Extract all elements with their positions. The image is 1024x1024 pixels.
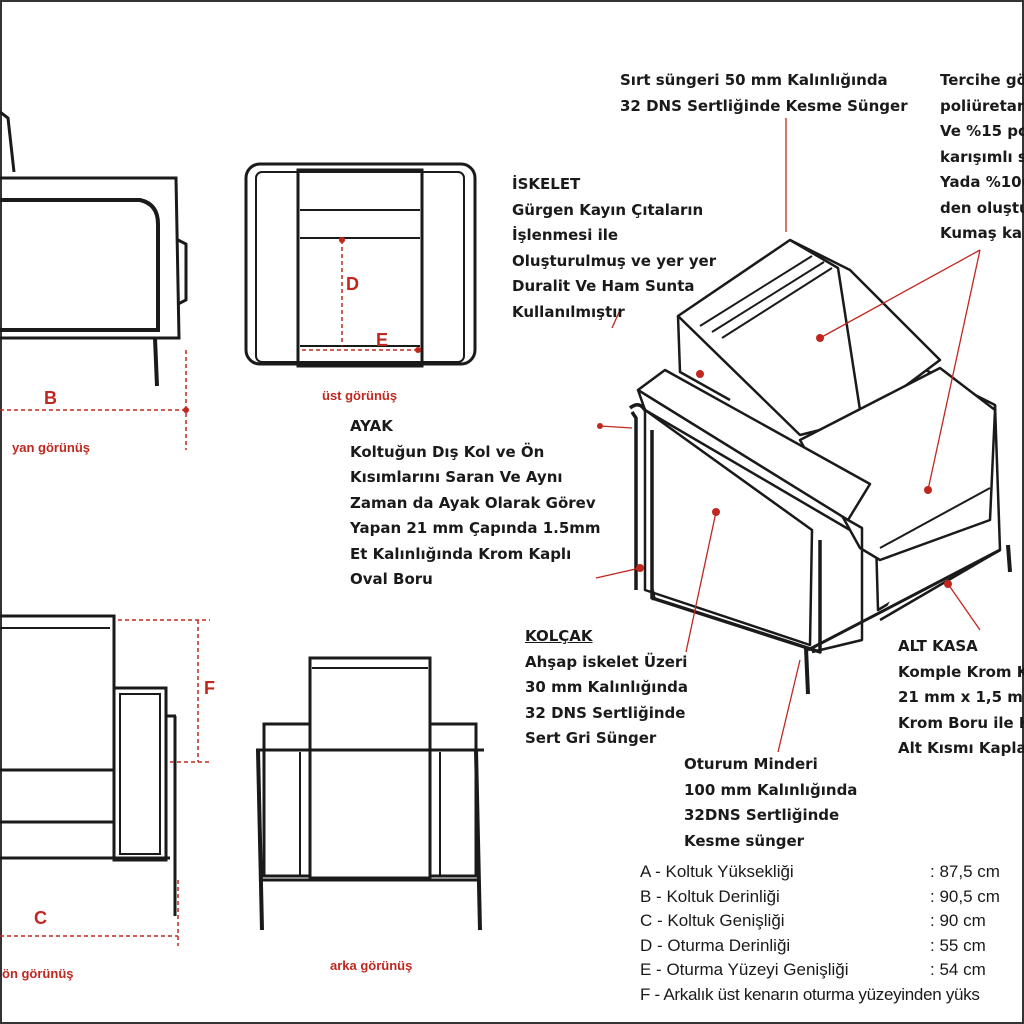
note-oturum: Oturum Minderi 100 mm Kalınlığında 32DNS… [684, 755, 858, 850]
legend-label: F - Arkalık üst kenarın oturma yüzeyinde… [640, 984, 980, 1004]
top-view-dims [302, 240, 420, 351]
legend-row: B - Koltuk Derinliği : 90,5 cm [640, 887, 1024, 912]
legend-label: E - Oturma Yüzeyi Genişliği [640, 960, 849, 979]
legend-label: B - Koltuk Derinliği [640, 886, 780, 906]
back-view-drawing [256, 656, 484, 931]
front-view-drawing [0, 614, 177, 916]
note-ayak: AYAK Koltuğun Dış Kol ve Ön Kısımlarını … [350, 417, 601, 588]
legend-value: : 54 cm [930, 960, 986, 979]
legend-row: D - Oturma Derinliği : 55 cm [640, 936, 1024, 961]
legend-value: : 90 cm [930, 911, 986, 930]
side-view-dims [0, 350, 187, 450]
side-view-drawing [0, 110, 188, 387]
note-kolcak: KOLÇAK Ahşap iskelet Üzeri 30 mm Kalınlı… [525, 627, 688, 747]
dim-b: B [44, 388, 57, 408]
note-tercih: Tercihe gö poliüretan Ve %15 po karışıml… [940, 71, 1024, 242]
label-back-view: arka görünüş [330, 958, 413, 973]
legend-row: F - Arkalık üst kenarın oturma yüzeyinde… [640, 985, 1024, 1010]
dim-d: D [346, 274, 359, 294]
legend-row: E - Oturma Yüzeyi Genişliği : 54 cm [640, 960, 1024, 985]
front-view-dims [0, 619, 210, 946]
note-iskelet: İSKELET Gürgen Kayın Çıtaların İşlenmesi… [512, 175, 717, 321]
armchair-perspective [628, 238, 1012, 695]
legend-value: : 87,5 cm [930, 862, 1000, 881]
legend-value: : 90,5 cm [930, 886, 1000, 906]
dim-f: F [204, 678, 215, 698]
leader-lines [595, 118, 981, 753]
dim-c: C [34, 908, 47, 928]
legend-label: A - Koltuk Yüksekliği [640, 862, 794, 881]
dimension-legend: A - Koltuk Yüksekliği : 87,5 cm B - Kolt… [640, 862, 1024, 1009]
note-altkasa: ALT KASA Komple Krom K 21 mm x 1,5 m Kro… [898, 637, 1024, 757]
note-sirt: Sırt süngeri 50 mm Kalınlığında 32 DNS S… [620, 71, 908, 115]
legend-label: D - Oturma Derinliği [640, 935, 791, 955]
legend-label: C - Koltuk Genişliği [640, 911, 785, 930]
top-view-drawing [244, 162, 477, 368]
label-front-view: ön görünüş [2, 966, 74, 981]
label-top-view: üst görünüş [322, 388, 398, 403]
legend-value: : 55 cm [930, 935, 986, 955]
label-side-view: yan görünüş [12, 440, 91, 455]
dim-dot [183, 407, 189, 413]
legend-row: C - Koltuk Genişliği : 90 cm [640, 911, 1024, 936]
dim-e: E [376, 330, 389, 350]
leader-dots [597, 334, 952, 588]
legend-row: A - Koltuk Yüksekliği : 87,5 cm [640, 862, 1024, 887]
